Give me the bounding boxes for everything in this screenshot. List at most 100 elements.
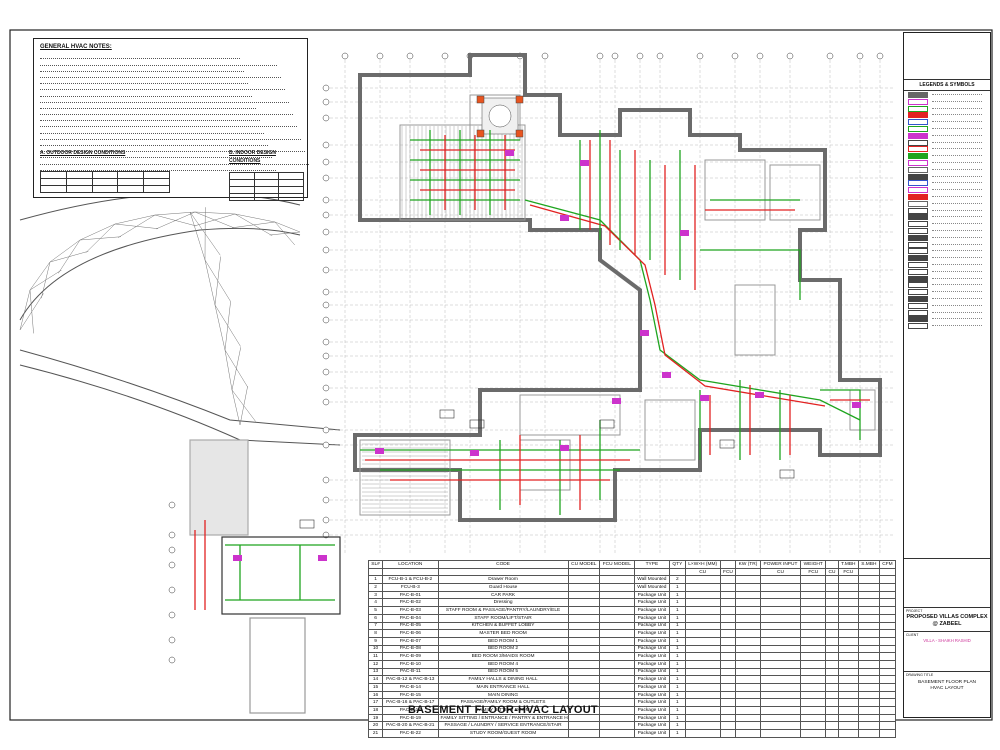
schedule-cell: 6 bbox=[367, 613, 384, 623]
schedule-subheader bbox=[437, 567, 569, 577]
duct-run bbox=[529, 204, 826, 407]
schedule-cell bbox=[825, 613, 839, 623]
schedule-cell: PAC-B-12 & PAC-B-13 bbox=[382, 675, 439, 684]
grid-bubble bbox=[322, 114, 330, 122]
schedule-subheader: FCU bbox=[837, 567, 859, 577]
schedule-cell: 1 bbox=[669, 583, 686, 592]
hvac-unit bbox=[233, 555, 242, 561]
schedule-cell bbox=[837, 659, 859, 669]
schedule-subheader bbox=[669, 567, 686, 577]
schedule-cell bbox=[857, 636, 880, 646]
schedule-cell: PAC-B-05 bbox=[382, 621, 439, 631]
legend-symbol bbox=[908, 255, 928, 262]
schedule-cell bbox=[825, 644, 839, 654]
schedule-cell bbox=[857, 675, 880, 684]
schedule-cell: Package Unit bbox=[633, 644, 671, 654]
grid-bubble bbox=[322, 141, 330, 149]
schedule-cell: Package Unit bbox=[633, 659, 671, 669]
schedule-cell bbox=[759, 698, 802, 708]
legend-text bbox=[932, 111, 982, 116]
schedule-cell: Package Unit bbox=[633, 675, 671, 684]
schedule-cell: Package Unit bbox=[633, 667, 671, 677]
schedule-cell bbox=[837, 644, 859, 654]
legend-symbol bbox=[908, 323, 928, 330]
truss-member bbox=[231, 347, 242, 391]
legend-symbol bbox=[908, 268, 928, 275]
schedule-cell bbox=[567, 575, 601, 585]
schedule-subheader bbox=[382, 567, 439, 577]
schedule-cell bbox=[800, 598, 827, 608]
schedule-cell bbox=[857, 590, 880, 600]
grid-bubble bbox=[322, 426, 330, 434]
schedule-cell bbox=[599, 583, 635, 592]
schedule-cell bbox=[735, 675, 761, 684]
legend-text bbox=[932, 91, 982, 95]
legend-symbol bbox=[908, 153, 928, 160]
schedule-cell: 1 bbox=[669, 629, 686, 638]
schedule-cell bbox=[837, 629, 859, 638]
schedule-header: WEIGHT bbox=[800, 560, 827, 569]
schedule-cell: 15 bbox=[367, 683, 384, 692]
schedule-cell: 1 bbox=[669, 606, 686, 615]
schedule-cell: PAC-B-01 bbox=[382, 590, 439, 600]
schedule-cell bbox=[735, 644, 761, 654]
legend-text bbox=[932, 295, 982, 299]
schedule-cell bbox=[567, 621, 601, 631]
general-notes: GENERAL HVAC NOTES: A. OUTDOOR DESIGN CO… bbox=[33, 38, 309, 201]
schedule-cell bbox=[800, 713, 827, 723]
label-tag bbox=[439, 409, 455, 419]
legend-text bbox=[932, 309, 982, 313]
truss-member bbox=[194, 213, 236, 227]
note-line bbox=[40, 62, 277, 66]
legend-item bbox=[906, 152, 990, 160]
sheet-title-label: DRAWING TITLE bbox=[904, 671, 990, 678]
schedule-cell bbox=[837, 698, 859, 708]
schedule-cell bbox=[857, 629, 880, 638]
legend-item bbox=[906, 105, 990, 112]
schedule-cell: 21 bbox=[367, 729, 384, 738]
legend-symbol bbox=[908, 139, 928, 146]
schedule-header: SL# bbox=[367, 560, 384, 569]
legend-symbol bbox=[908, 98, 928, 105]
legend-text bbox=[932, 173, 982, 177]
schedule-cell bbox=[759, 721, 802, 731]
schedule-cell: Package Unit bbox=[633, 706, 671, 715]
schedule-cell bbox=[878, 706, 897, 715]
legend-symbol bbox=[908, 228, 928, 234]
legend-item bbox=[906, 91, 990, 98]
grid-bubble bbox=[826, 52, 834, 60]
legend-symbol bbox=[908, 214, 928, 221]
schedule-cell bbox=[599, 698, 635, 708]
schedule-cell bbox=[719, 613, 737, 623]
legend-item bbox=[906, 111, 990, 119]
note-line bbox=[40, 68, 244, 72]
grid-bubble bbox=[696, 52, 704, 60]
schedule-cell: 20 bbox=[367, 721, 384, 731]
schedule-cell bbox=[759, 675, 802, 684]
legend-text bbox=[932, 159, 982, 163]
legend-item bbox=[906, 125, 990, 132]
schedule-cell bbox=[837, 729, 859, 738]
schedule-cell: Package Unit bbox=[633, 636, 671, 646]
legend-item bbox=[906, 261, 990, 268]
schedule-cell bbox=[719, 598, 737, 608]
legend-text bbox=[932, 139, 982, 143]
schedule-cell: 2 bbox=[669, 575, 686, 585]
schedule-cell: MAIN DINING bbox=[437, 690, 569, 700]
legend-symbol bbox=[908, 248, 928, 255]
schedule-cell: Package Unit bbox=[633, 621, 671, 631]
schedule-cell: 3 bbox=[367, 590, 384, 600]
legend-item bbox=[906, 309, 990, 316]
schedule-cell: 18 bbox=[367, 706, 384, 715]
legend-symbol bbox=[908, 146, 928, 153]
schedule-cell: 1 bbox=[669, 652, 686, 661]
legend-text bbox=[932, 132, 982, 136]
schedule-cell bbox=[825, 713, 839, 723]
grid-bubble bbox=[322, 196, 330, 204]
legend-text bbox=[932, 118, 982, 123]
truss-member bbox=[214, 256, 221, 306]
legend-item bbox=[906, 145, 990, 153]
title-block: LEGENDS & SYMBOLS PROJECT PROPOSED VILLA… bbox=[903, 32, 991, 718]
schedule-cell: Dressing bbox=[437, 598, 569, 608]
